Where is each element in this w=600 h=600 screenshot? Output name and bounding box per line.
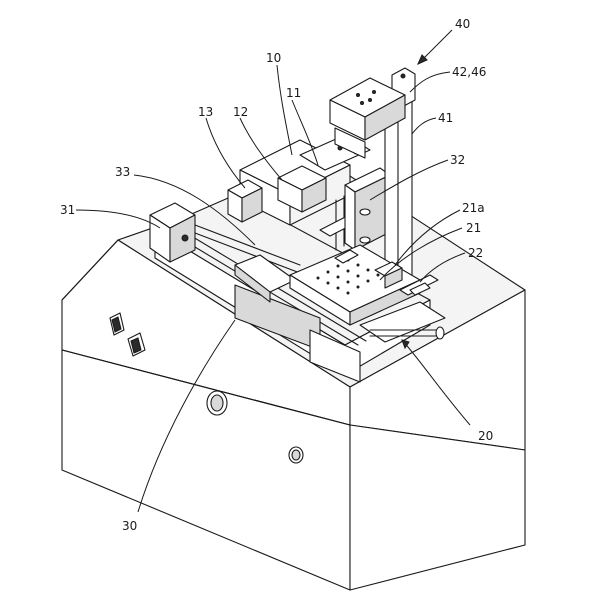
leader-21a <box>394 209 461 266</box>
leader-31 <box>75 209 161 229</box>
label-40: 40 <box>455 17 470 31</box>
rail-support-block-2 <box>309 329 361 383</box>
leader-21 <box>379 227 463 281</box>
leader-10 <box>276 64 293 156</box>
label-20: 20 <box>478 429 493 443</box>
label-13: 13 <box>198 105 213 119</box>
shaft-33 <box>194 224 301 303</box>
leader-11 <box>291 99 319 166</box>
label-33: 33 <box>115 165 130 179</box>
clamp-left <box>334 249 359 264</box>
control-knobs <box>206 390 304 464</box>
label-32: 32 <box>450 153 465 167</box>
label-41: 41 <box>438 111 453 125</box>
cube-12-side <box>301 177 327 213</box>
leader-33 <box>133 174 256 246</box>
leader-30 <box>137 319 236 513</box>
base-right-face-lower <box>349 424 526 591</box>
label-11: 11 <box>286 86 301 100</box>
box-42-46-side <box>364 94 406 141</box>
plate-holes <box>316 258 380 295</box>
leader-41 <box>411 117 437 135</box>
control-switches <box>109 312 146 357</box>
label-31: 31 <box>60 203 75 217</box>
leader-42-46 <box>409 71 451 93</box>
stage-20 <box>289 244 446 343</box>
base-cabinet <box>61 164 526 591</box>
leader-32 <box>369 159 449 201</box>
end-block-31 <box>149 202 196 263</box>
label-12: 12 <box>233 105 248 119</box>
label-30: 30 <box>122 519 137 533</box>
label-21: 21 <box>466 221 481 235</box>
leader-13 <box>205 117 246 189</box>
label-42-46: 42,46 <box>452 65 486 79</box>
label-10: 10 <box>266 51 281 65</box>
label-21a: 21a <box>462 201 485 215</box>
column-unit-40 <box>329 67 416 291</box>
leader-22 <box>419 252 466 283</box>
leader-lines <box>75 29 471 513</box>
label-22: 22 <box>468 246 483 260</box>
leader-12 <box>239 117 283 181</box>
leader-20 <box>401 339 471 426</box>
reference-labels: 40 42,46 41 10 11 12 13 32 33 31 21a 21 … <box>60 17 493 533</box>
